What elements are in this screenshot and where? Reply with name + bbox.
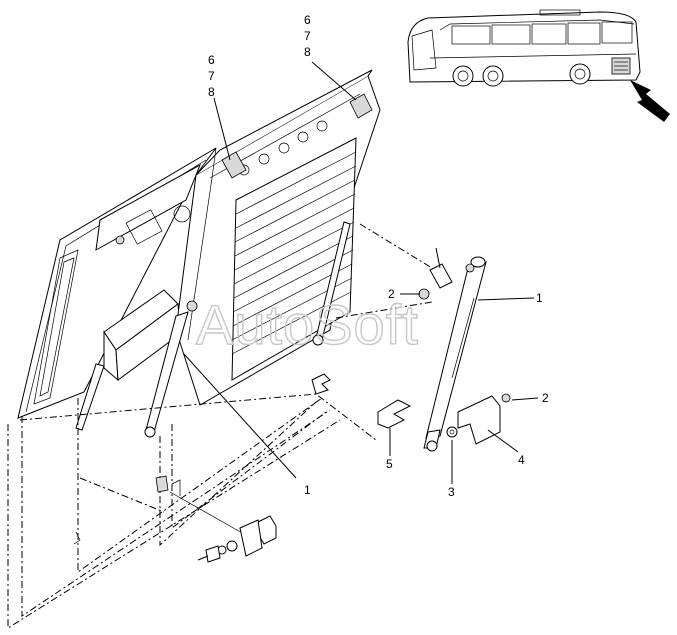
- bus-icon: [407, 9, 641, 87]
- callout-4: 4: [518, 453, 525, 467]
- phantom-outline: [7, 223, 433, 629]
- leader-lines: [183, 61, 539, 484]
- retaining-clip: [311, 373, 412, 429]
- mount-bracket-upper: [418, 247, 453, 300]
- callout-7-top-mid: 7: [208, 69, 215, 83]
- callout-1-left: 1: [304, 483, 311, 497]
- latch-hardware: [73, 475, 277, 563]
- callout-8-top-right: 8: [304, 45, 311, 59]
- mount-bracket-lower: [446, 393, 511, 445]
- callout-7-top-right: 7: [304, 29, 311, 43]
- callout-5: 5: [386, 457, 393, 471]
- gas-spring-mounted: [75, 221, 351, 438]
- callout-2-upper: 2: [388, 287, 395, 301]
- gas-spring-exploded: [423, 256, 487, 452]
- callout-3: 3: [448, 485, 455, 499]
- callout-1-right: 1: [536, 291, 543, 305]
- callout-6-top-right: 6: [304, 13, 311, 27]
- callout-8-top-mid: 8: [208, 85, 215, 99]
- service-flap-left: [17, 147, 217, 419]
- callout-2-lower: 2: [542, 391, 549, 405]
- watermark-text: AutoSoft: [196, 293, 419, 356]
- callout-6-top-mid: 6: [208, 53, 215, 67]
- arrow-pointer-icon: [630, 80, 670, 122]
- louvered-grille-panel: [175, 69, 381, 406]
